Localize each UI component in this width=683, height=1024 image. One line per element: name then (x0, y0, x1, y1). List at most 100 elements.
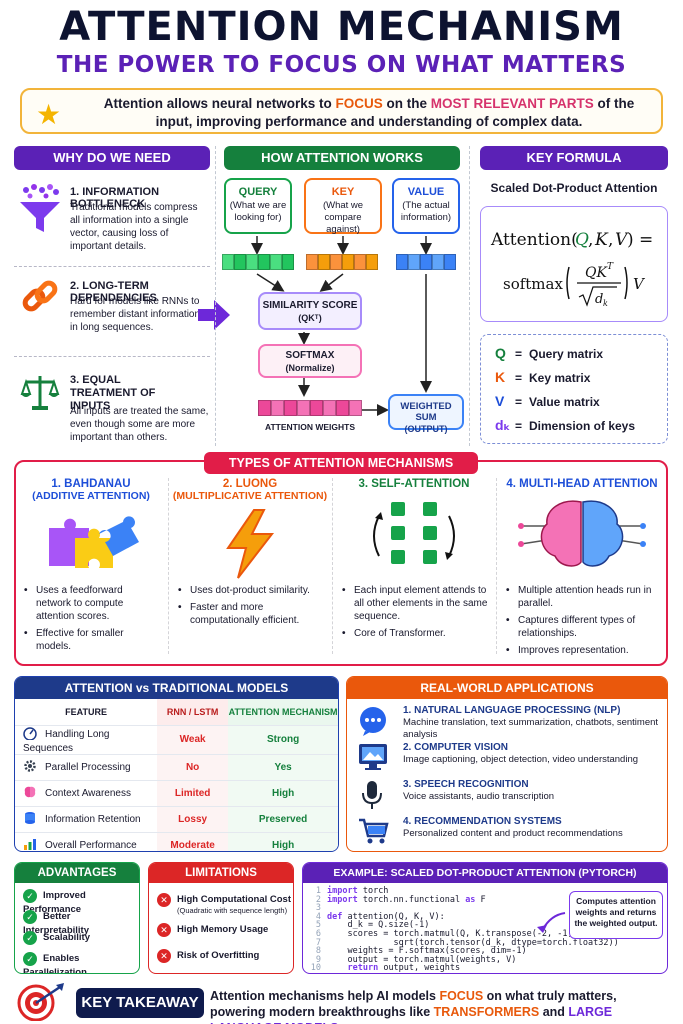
query-box: QUERY (What we are looking for) (224, 178, 292, 234)
attention-type-card: 3. SELF-ATTENTION•Each input element att… (332, 478, 494, 662)
apps-panel: REAL-WORLD APPLICATIONS 1. NATURAL LANGU… (346, 676, 668, 852)
attention-type-subtitle: (MULTIPLICATIVE ATTENTION) (172, 490, 328, 502)
bullet-item: • Multiple attention heads run in paralle… (506, 584, 660, 610)
check-icon: ✓ (23, 910, 37, 924)
advantage-text: Scalability (43, 932, 90, 943)
legend-symbol: dₖ (495, 417, 511, 433)
feature-cell: Handling Long Sequences (15, 725, 158, 755)
svg-text:) =: ) = (627, 230, 653, 250)
code-line: 3 (307, 904, 577, 913)
svg-text:,: , (588, 230, 593, 250)
intro-banner: ★ Attention allows neural networks to FO… (20, 88, 663, 134)
limitation-item: ✕High Computational Cost(Quadratic with … (157, 893, 293, 917)
formula-header: KEY FORMULA (480, 146, 668, 170)
bullet-dot-icon: • (506, 645, 510, 656)
legend-eq: = (515, 347, 523, 361)
advantage-item: ✓Better Interpretability (23, 910, 139, 936)
lightning-icon (170, 508, 330, 586)
why-item-2-title: 2. LONG-TERM DEPENDENCIES (70, 280, 157, 304)
attention-weights-label: ATTENTION WEIGHTS (264, 422, 356, 432)
limitation-text: High Computational Cost (177, 894, 291, 905)
line-number: 4 (315, 911, 321, 922)
attention-type-title: 4. MULTI-HEAD ATTENTION (506, 478, 658, 490)
intro-text: Attention allows neural networks to FOCU… (103, 96, 635, 129)
star-icon: ★ (36, 99, 62, 130)
how-header: HOW ATTENTION WORKS (224, 146, 460, 170)
attention-type-title: 1. BAHDANAU (51, 478, 131, 490)
rnn-cell: Moderate (157, 832, 229, 851)
bullet-item: •Each input element attends to all other… (342, 584, 488, 623)
svg-text:V: V (615, 230, 629, 250)
advantage-text: Improved Performance (23, 890, 86, 915)
bullet-text: Effective for smaller models. (36, 628, 124, 652)
bullet-dot-icon: • (506, 585, 510, 596)
application-text: Machine translation, text summarization,… (403, 717, 659, 740)
code-line: 2 import torch.nn.functional as F (307, 894, 577, 905)
bullet-text: Uses dot-product similarity. (190, 585, 310, 596)
code-text: d_k = Q.size(-1) (327, 920, 430, 931)
attention-type-title: 2. LUONG (222, 478, 278, 490)
divider (14, 266, 210, 267)
curved-arrow-icon (531, 909, 567, 935)
application-title: 3. SPEECH RECOGNITION (403, 779, 529, 790)
bullet-text: Each input element attends to all other … (354, 585, 488, 622)
rnn-cell: Limited (157, 780, 229, 807)
bullet-text: Core of Transformer. (354, 628, 446, 639)
svg-text:T: T (607, 262, 614, 272)
brain-icon (498, 496, 666, 574)
line-number: 5 (315, 920, 321, 931)
line-number: 6 (315, 928, 321, 939)
check-icon: ✓ (23, 952, 37, 966)
code-text: output = torch.matmul(weights, V) (327, 954, 517, 965)
legend-row: V=Value matrix (495, 393, 665, 413)
legend-desc: Dimension of keys (529, 419, 636, 433)
application-title: 4. RECOMMENDATION SYSTEMS (403, 816, 562, 827)
svg-text:Q: Q (575, 230, 589, 250)
example-panel: EXAMPLE: SCALED DOT-PRODUCT ATTENTION (P… (302, 862, 668, 974)
bullet-item: •Captures different types of relationshi… (506, 614, 660, 640)
divider (332, 478, 333, 654)
application-text: Image captioning, object detection, vide… (403, 754, 639, 765)
bullet-text: Improves representation. (518, 645, 629, 656)
attention-type-bullets: •Uses dot-product similarity.•Faster and… (178, 584, 324, 631)
page-title: ATTENTION MECHANISM (59, 4, 624, 50)
limitation-item: ✕High Memory Usage (157, 923, 293, 947)
key-takeaway-label: KEY TAKEAWAY (76, 988, 204, 1018)
advantage-item: ✓Scalability (23, 931, 139, 949)
apps-header: REAL-WORLD APPLICATIONS (347, 677, 667, 699)
svg-text:Attention(: Attention( (490, 230, 578, 250)
limitations-header: LIMITATIONS (149, 863, 293, 883)
arrow-right-icon (198, 300, 230, 330)
code-text: import torch (327, 886, 389, 896)
legend-eq: = (515, 419, 523, 433)
bullet-text: Multiple attention heads run in parallel… (518, 585, 652, 609)
similarity-score-box: SIMILARITY SCORE (QKᵀ) (258, 292, 362, 330)
svg-text:,: , (608, 230, 613, 250)
rnn-cell: Weak (157, 725, 229, 755)
col-header: FEATURE (15, 699, 158, 726)
application-title: 2. COMPUTER VISION (403, 742, 509, 753)
cross-icon: ✕ (157, 923, 171, 937)
code-text: import torch.nn.functional as F (327, 894, 486, 905)
legend-symbol: Q (495, 345, 506, 361)
example-header: EXAMPLE: SCALED DOT-PRODUCT ATTENTION (P… (303, 863, 667, 883)
flow-arrows (251, 236, 432, 416)
bullet-dot-icon: • (24, 585, 28, 596)
feature-label: Parallel Processing (45, 761, 131, 773)
line-number: 3 (315, 903, 321, 914)
feature-cell: Context Awareness (15, 780, 158, 807)
shopping-cart-icon (357, 816, 391, 850)
bullet-dot-icon: • (506, 615, 510, 626)
target-icon (16, 983, 66, 1022)
limitations-panel: LIMITATIONS ✕High Computational Cost(Qua… (148, 862, 294, 974)
rnn-cell: No (157, 754, 229, 781)
feature-label: Context Awareness (45, 787, 131, 799)
cross-icon: ✕ (157, 893, 171, 907)
funnel-icon (16, 184, 64, 236)
legend-desc: Value matrix (529, 395, 600, 409)
limitation-text: Risk of Overfitting (177, 950, 260, 961)
attention-formula: Attention( Q , K , V ) = softmax QK T d … (490, 230, 653, 308)
line-number: 2 (315, 894, 321, 905)
